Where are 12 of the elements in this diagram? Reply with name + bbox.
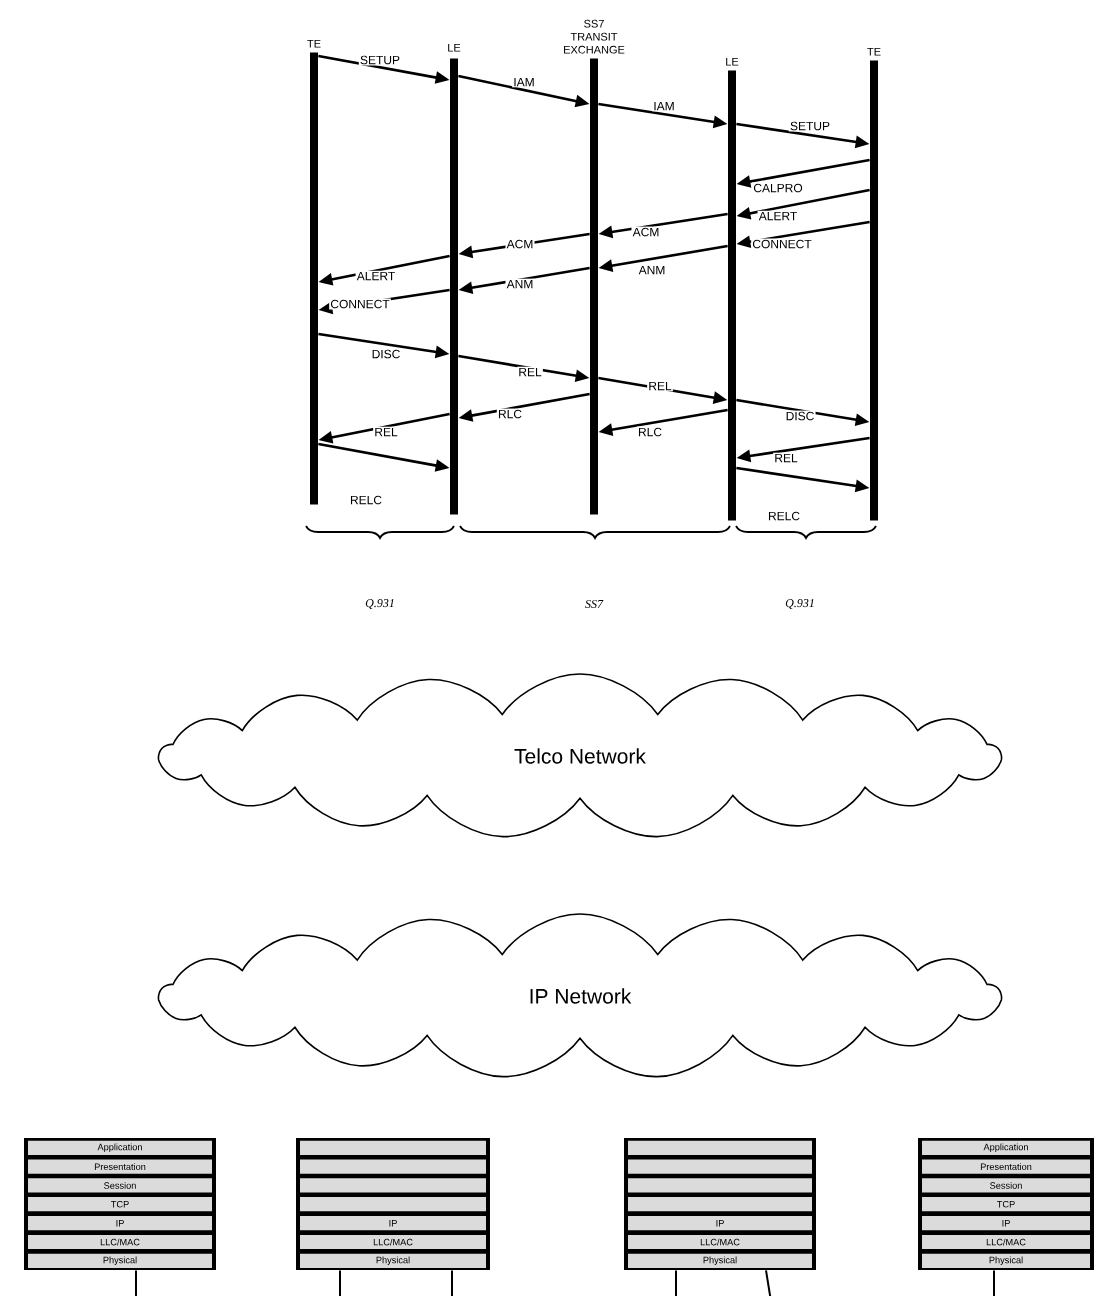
empty-layer [628, 1178, 812, 1193]
empty-layer [300, 1178, 486, 1193]
network-cloud: IP Network [157, 913, 1003, 1078]
network-link [339, 1269, 341, 1296]
network-link [135, 1269, 137, 1296]
network-link [675, 1269, 677, 1296]
network-link [765, 1269, 775, 1296]
network-link [993, 1269, 995, 1296]
empty-layer [300, 1197, 486, 1212]
network-cloud: Telco Network [157, 673, 1003, 838]
empty-layer [628, 1197, 812, 1212]
network-link [451, 1269, 453, 1296]
